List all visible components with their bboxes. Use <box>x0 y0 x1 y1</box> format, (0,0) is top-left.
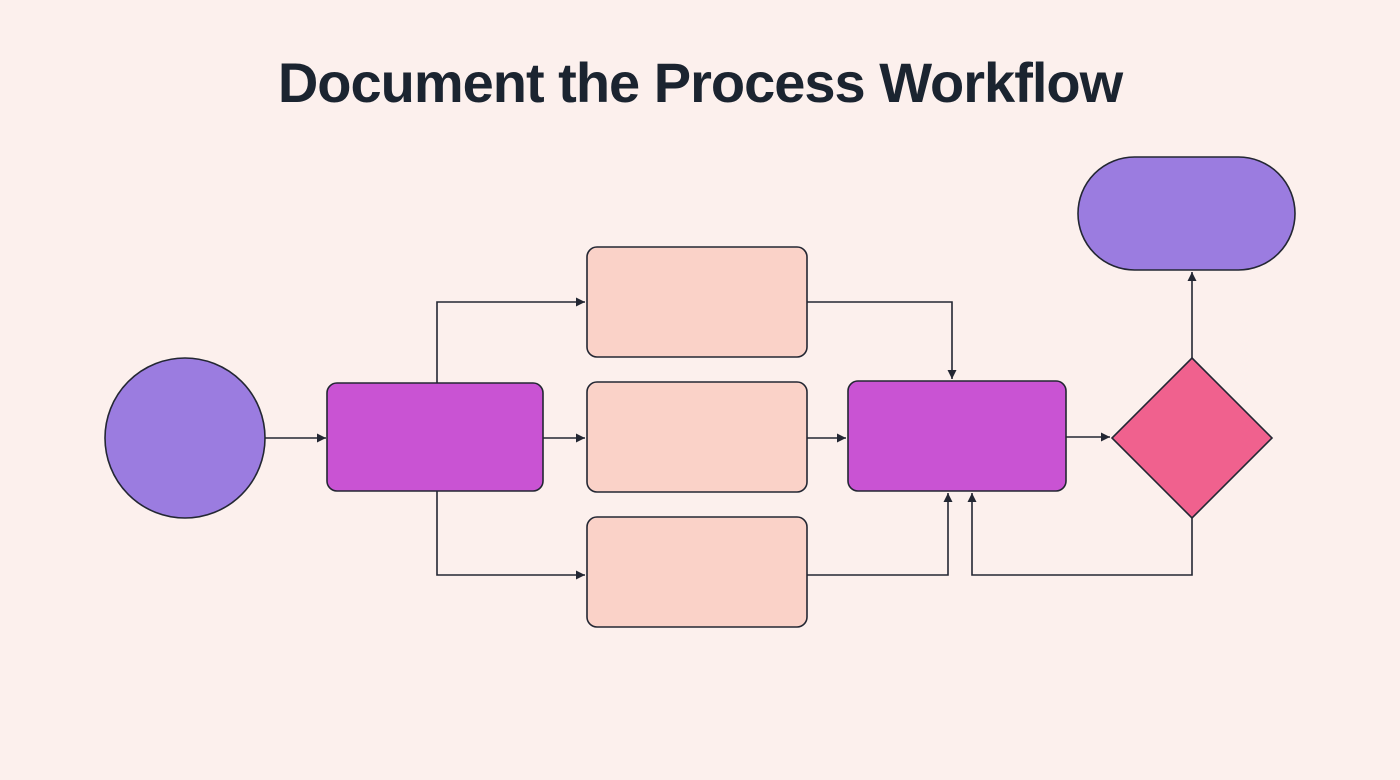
page-title: Document the Process Workflow <box>277 51 1123 114</box>
subtask-middle-node <box>586 381 808 493</box>
edge-process1-to-subtask-bottom <box>436 491 585 580</box>
decision-diamond-node <box>1110 356 1274 520</box>
subtask-bottom-node <box>586 516 808 628</box>
edge-subtask-bottom-to-process2 <box>807 493 953 576</box>
end-stadium-node <box>1077 156 1296 271</box>
process1-node <box>326 382 544 492</box>
start-circle-node <box>104 357 266 519</box>
edge-subtask-top-to-process2 <box>807 301 957 379</box>
process2-node <box>847 380 1067 492</box>
edge-decision-feedback-to-process2 <box>967 493 1193 576</box>
edge-process1-to-subtask-top <box>436 297 585 383</box>
subtask-top-node <box>586 246 808 358</box>
